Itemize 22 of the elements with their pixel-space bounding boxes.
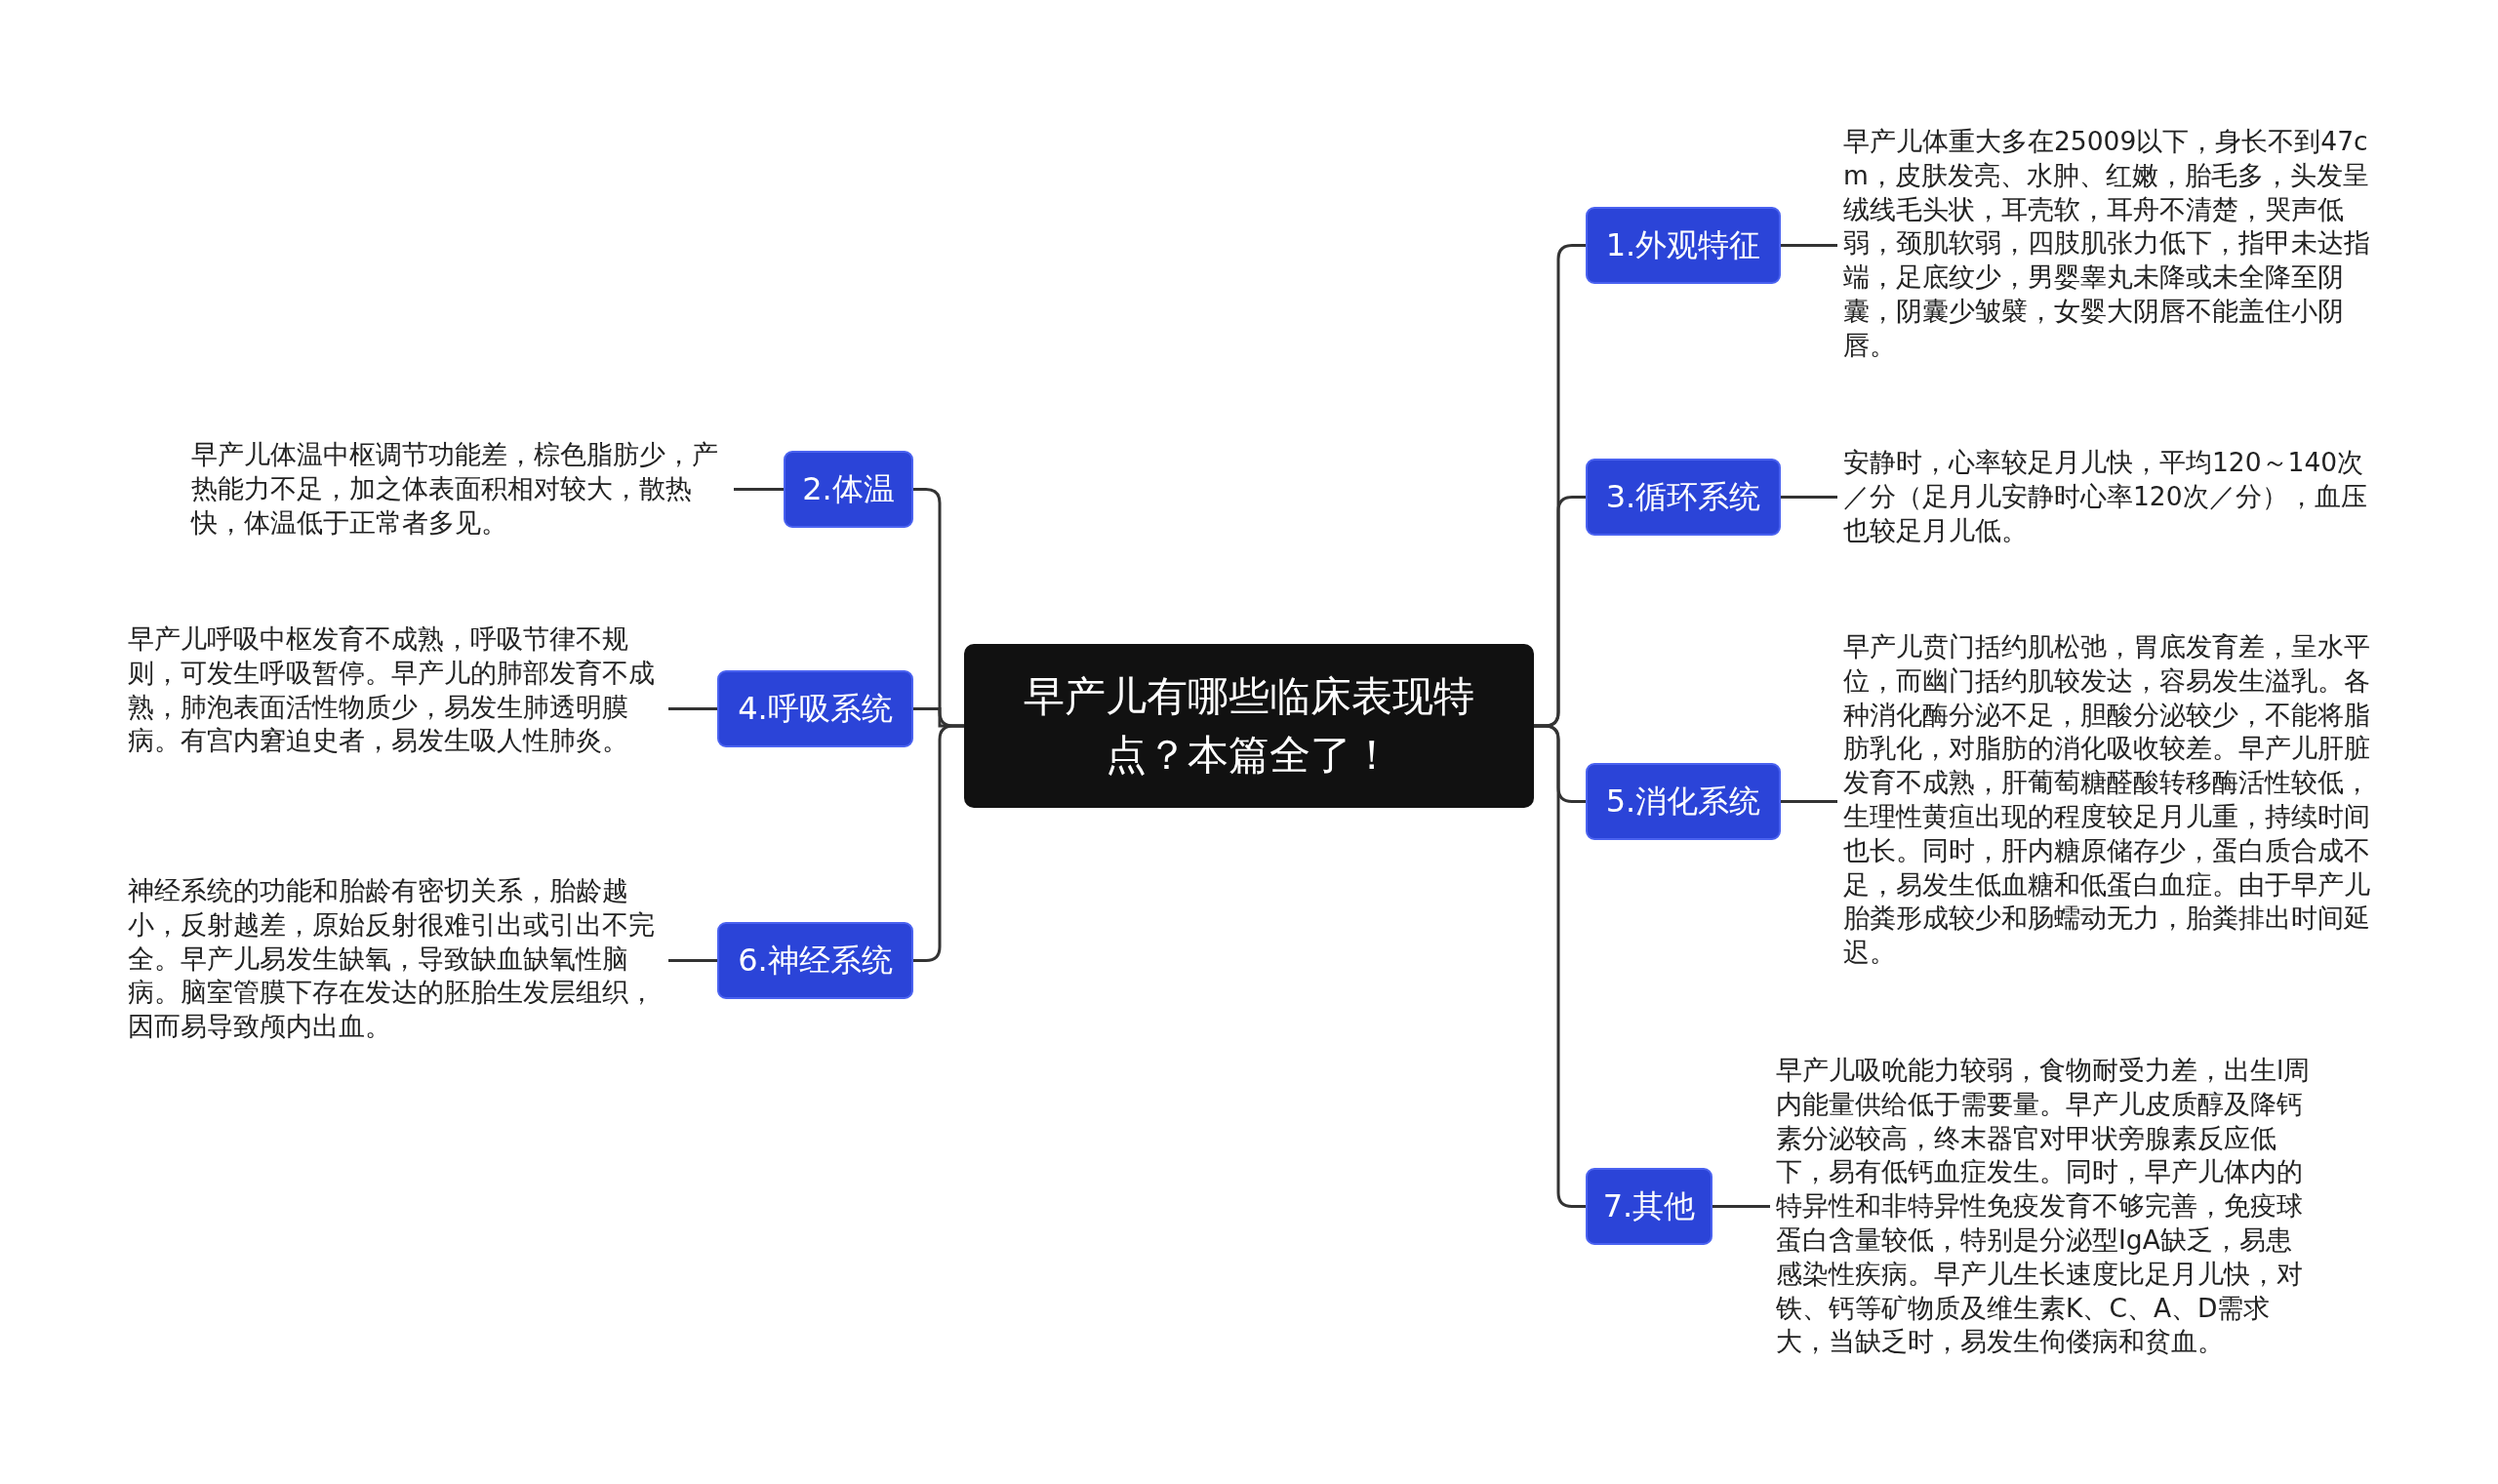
note-text: 早产儿呼吸中枢发育不成熟，呼吸节律不规则，可发生呼吸暂停。早产儿的肺部发育不成熟，肺泡表面活性物质少，易发生肺透明膜病。有宫内窘迫史者，易发生吸人性肺炎。 [128, 622, 663, 759]
connector-line [1781, 244, 1837, 247]
note-text: 神经系统的功能和胎龄有密切关系，胎龄越小，反射越差，原始反射很难引出或引出不完全。早产儿易发生缺氧，导致缺血缺氧性脑病。脑室管膜下存在发达的胚胎生发层组织，因而易导致颅内出血。 [128, 874, 663, 1044]
topic-box: 7.其他 [1586, 1168, 1712, 1245]
connector-line [668, 707, 717, 710]
note-text: 早产儿吸吮能力较弱，食物耐受力差，出生l周内能量供给低于需要量。早产儿皮质醇及降钙素分泌较高，终末器官对甲状旁腺素反应低下，易有低钙血症发生。同时，早产儿体内的特异性和非特异性免疫发育不够完善，免疫球蛋白含量较低，特别是分泌型IgA缺乏，易患感染性疾病。早产儿生长速度比足月儿快，对铁、钙等矿物质及维生素K、C、A、D需求大，当缺乏时，易发生佝偻病和贫血。 [1776, 1054, 2313, 1360]
topic-box: 6.神经系统 [717, 922, 913, 999]
note-text: 早产儿体温中枢调节功能差，棕色脂肪少，产热能力不足，加之体表面积相对较大，散热快，体温低于正常者多见。 [191, 438, 728, 541]
connector-line [734, 488, 784, 491]
connector-line [668, 959, 717, 962]
central-topic-box: 早产儿有哪些临床表现特点？本篇全了！ [964, 644, 1534, 808]
topic-box: 4.呼吸系统 [717, 670, 913, 747]
connector-line [1781, 496, 1837, 499]
connector-line [1712, 1205, 1770, 1208]
topic-box: 5.消化系统 [1586, 763, 1781, 840]
topic-box: 1.外观特征 [1586, 207, 1781, 284]
note-text: 安静时，心率较足月儿快，平均120～140次／分（足月儿安静时心率120次／分），血压也较足月儿低。 [1843, 446, 2378, 548]
connector-line [1781, 800, 1837, 803]
note-text: 早产儿体重大多在25009以下，身长不到47cm，皮肤发亮、水肿、红嫩，胎毛多，头发呈绒线毛头状，耳壳软，耳舟不清楚，哭声低弱，颈肌软弱，四肢肌张力低下，指甲未达指端，足底纹少，男婴睾丸未降或未全降至阴囊，阴囊少皱襞，女婴大阴唇不能盖住小阴唇。 [1843, 125, 2378, 363]
topic-box: 2.体温 [784, 451, 913, 528]
note-text: 早产儿贲门括约肌松弛，胃底发育差，呈水平位，而幽门括约肌较发达，容易发生溢乳。各种消化酶分泌不足，胆酸分泌较少，不能将脂肪乳化，对脂肪的消化吸收较差。早产儿肝脏发育不成熟，肝葡萄糖醛酸转移酶活性较低，生理性黄疸出现的程度较足月儿重，持续时间也长。同时，肝内糖原储存少，蛋白质合成不足，易发生低血糖和低蛋白血症。由于早产儿胎粪形成较少和肠蠕动无力，胎粪排出时间延迟。 [1843, 630, 2378, 970]
topic-box: 3.循环系统 [1586, 459, 1781, 536]
